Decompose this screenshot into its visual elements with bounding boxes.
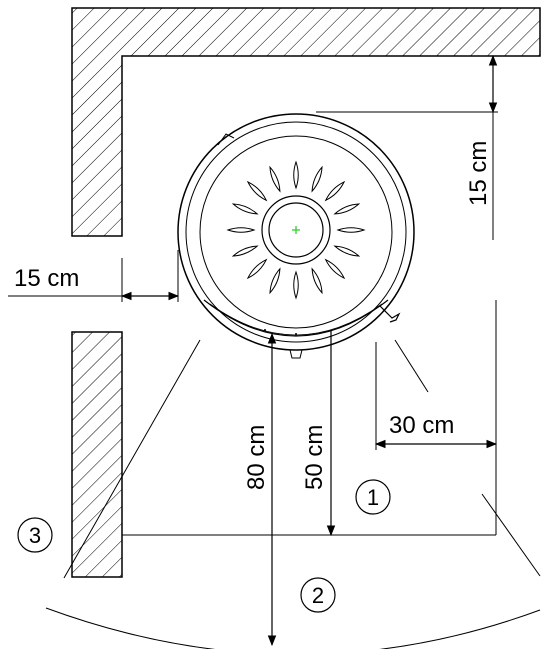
- vent-slots: [226, 160, 366, 300]
- front-50cm-dimension: 50 cm: [301, 330, 336, 537]
- stove-top-bump: [217, 133, 235, 146]
- vent-slot: [311, 165, 323, 193]
- vent-slot: [336, 227, 366, 233]
- top-clearance-dimension: 15 cm: [316, 54, 498, 240]
- stove: [177, 113, 415, 359]
- stove-foot: [289, 349, 303, 359]
- vent-slot: [269, 165, 281, 193]
- center-mark-icon: [292, 226, 300, 234]
- zone2-boundary-arc: [45, 607, 541, 649]
- zone-2-label: 2: [312, 583, 324, 608]
- top-clearance-label: 15 cm: [465, 141, 492, 206]
- vent-slot: [333, 245, 361, 257]
- radiation-line-left: [63, 339, 201, 579]
- zone-2-marker: 2: [300, 577, 336, 613]
- side-clearance-label: 15 cm: [14, 265, 79, 292]
- radiation-line-right-lower: [481, 493, 541, 577]
- stove-base-arc-inner: [209, 303, 383, 336]
- front-50cm-label: 50 cm: [301, 425, 328, 490]
- front-80cm-dimension: 80 cm: [243, 332, 277, 647]
- burner-outer: [261, 195, 331, 265]
- vent-slot: [269, 267, 281, 295]
- stove-inner-ring: [199, 135, 393, 329]
- stove-dot: [295, 333, 297, 335]
- wall-top: [71, 7, 541, 237]
- vent-slot: [311, 267, 323, 295]
- stove-base-arc: [203, 299, 389, 337]
- vent-slot: [226, 227, 256, 233]
- vent-slot: [231, 203, 259, 215]
- right-30cm-dimension: 30 cm: [374, 300, 498, 535]
- vent-slot: [324, 180, 346, 202]
- front-80cm-label: 80 cm: [243, 425, 270, 490]
- stove-ring-2: [185, 121, 407, 343]
- zone-1-label: 1: [367, 485, 379, 510]
- stove-outer-ring: [177, 113, 415, 351]
- zone-3-label: 3: [29, 523, 41, 548]
- vent-slot: [324, 258, 346, 280]
- vent-slot: [231, 245, 259, 257]
- vent-slot: [246, 180, 268, 202]
- vent-slot: [293, 270, 299, 300]
- wall-lower-left: [71, 331, 123, 578]
- stove-dot: [264, 329, 266, 331]
- radiation-line-right: [394, 339, 429, 393]
- vent-slot: [333, 203, 361, 215]
- vent-slot: [293, 160, 299, 190]
- burner-inner: [268, 202, 324, 258]
- vent-slot: [246, 258, 268, 280]
- zone-3-marker: 3: [17, 517, 53, 553]
- right-30cm-label: 30 cm: [389, 412, 454, 439]
- stove-side-handle: [379, 305, 401, 323]
- zone-1-marker: 1: [355, 479, 391, 515]
- side-clearance-dimension: 15 cm: [8, 250, 180, 302]
